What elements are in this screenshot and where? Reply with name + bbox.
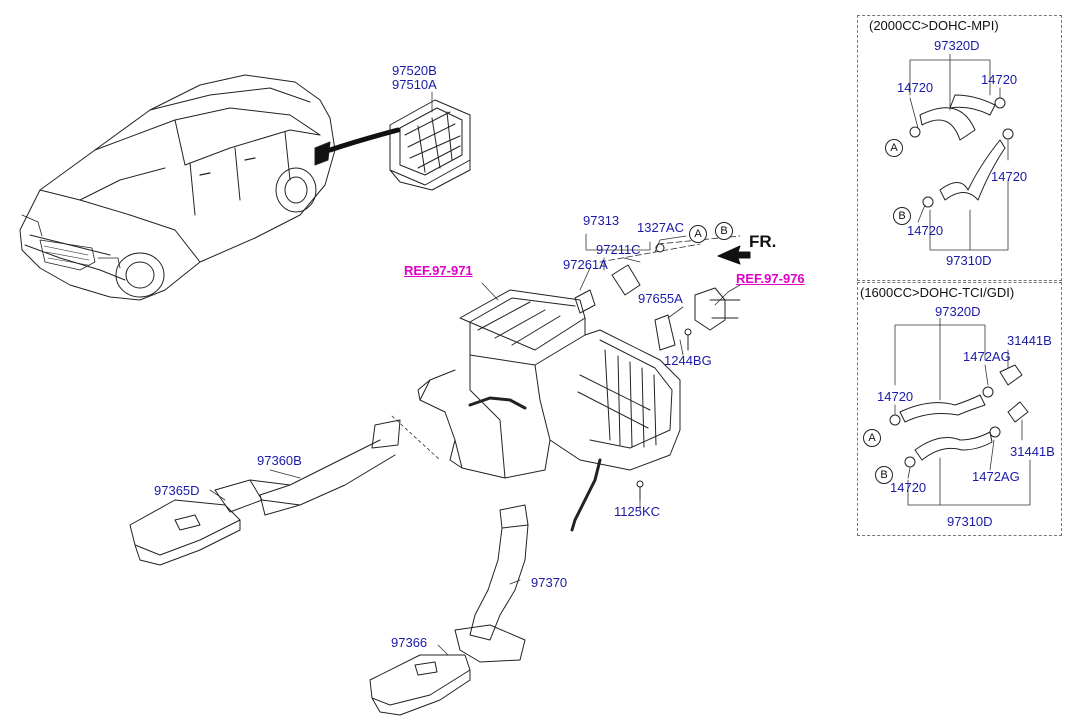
part-97365D[interactable]: 97365D xyxy=(154,483,200,498)
box1-part-97320D[interactable]: 97320D xyxy=(934,38,980,53)
connection-marker-a: A xyxy=(689,225,707,243)
part-1244BG[interactable]: 1244BG xyxy=(664,353,712,368)
box1-marker-b: B xyxy=(893,207,911,225)
connection-marker-b: B xyxy=(715,222,733,240)
hvac-unit-illustration xyxy=(417,289,681,532)
engine-2000cc-mpi-box xyxy=(857,15,1062,281)
box1-part-14720-left[interactable]: 14720 xyxy=(897,80,934,95)
box1-part-14720-bottom[interactable]: 14720 xyxy=(907,223,944,238)
box2-header: (1600CC>DOHC-TCI/GDI) xyxy=(860,285,1015,300)
ref-97-971-link[interactable]: REF.97-971 xyxy=(404,263,473,278)
part-97370[interactable]: 97370 xyxy=(531,575,568,590)
part-1327AC[interactable]: 1327AC xyxy=(637,220,684,235)
part-97655A[interactable]: 97655A xyxy=(638,291,683,306)
box2-part-97320D[interactable]: 97320D xyxy=(935,304,981,319)
box1-marker-a: A xyxy=(885,139,903,157)
car-illustration xyxy=(19,74,336,301)
box1-hose-illustration xyxy=(909,94,1014,208)
box1-part-97310D[interactable]: 97310D xyxy=(946,253,992,268)
box2-part-14720-bottom[interactable]: 14720 xyxy=(890,480,927,495)
box2-part-31441B-top[interactable]: 31441B xyxy=(1007,333,1052,348)
rear-duct-right-illustration xyxy=(369,504,529,716)
box2-part-1472AG-top[interactable]: 1472AG xyxy=(963,349,1011,364)
part-97366[interactable]: 97366 xyxy=(391,635,428,650)
box1-part-14720-right[interactable]: 14720 xyxy=(981,72,1018,87)
part-97261A[interactable]: 97261A xyxy=(563,257,608,272)
box1-part-14720-mid[interactable]: 14720 xyxy=(991,169,1028,184)
ref-97-976-link[interactable]: REF.97-976 xyxy=(736,271,805,286)
rear-duct-left-illustration xyxy=(129,419,401,566)
part-97360B[interactable]: 97360B xyxy=(257,453,302,468)
box2-part-1472AG-bottom[interactable]: 1472AG xyxy=(972,469,1020,484)
box2-part-31441B-bottom[interactable]: 31441B xyxy=(1010,444,1055,459)
box2-part-97310D[interactable]: 97310D xyxy=(947,514,993,529)
part-97211C[interactable]: 97211C xyxy=(596,242,641,257)
box2-part-14720-left[interactable]: 14720 xyxy=(877,389,914,404)
engine-1600cc-tci-gdi-box xyxy=(857,282,1062,536)
air-filter-illustration xyxy=(389,99,471,191)
front-direction-label: FR. xyxy=(749,232,777,251)
box2-marker-a: A xyxy=(863,429,881,447)
box1-header: (2000CC>DOHC-MPI) xyxy=(869,18,999,33)
part-1125KC[interactable]: 1125KC xyxy=(614,504,661,519)
part-97510A[interactable]: 97510A xyxy=(392,77,437,92)
box2-marker-b: B xyxy=(875,466,893,484)
part-97313[interactable]: 97313 xyxy=(583,213,620,228)
box2-hose-illustration xyxy=(889,364,1029,468)
part-97520B[interactable]: 97520B xyxy=(392,63,437,78)
